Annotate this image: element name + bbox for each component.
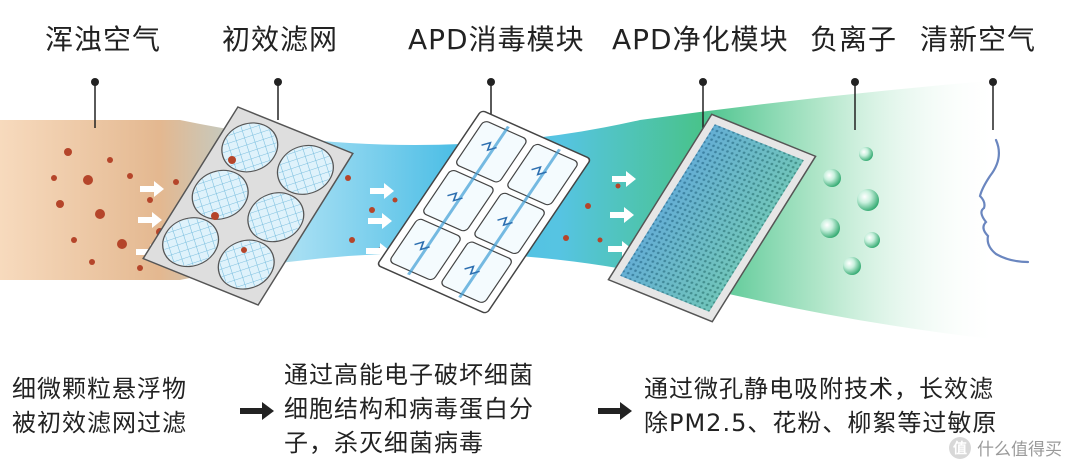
label-apd-disinfect: APD消毒模块: [408, 23, 585, 56]
face-profile-icon: [978, 138, 1030, 264]
apd-disinfect-module: [377, 110, 591, 314]
caption-purify: 通过微孔静电吸附技术，长效滤 除PM2.5、花粉、柳絮等过敏原: [644, 372, 997, 440]
caption-purify-line-1: 通过微孔静电吸附技术，长效滤: [644, 375, 994, 403]
caption-disinfect: 通过高能电子破坏细菌 细胞结构和病毒蛋白分 子，杀灭细菌病毒: [284, 358, 534, 460]
caption-filter-line-2: 被初效滤网过滤: [12, 409, 187, 437]
watermark-text: 什么值得买: [977, 440, 1062, 460]
pointer-dots: [91, 78, 997, 86]
negative-ions: [820, 147, 880, 275]
label-negative-ion: 负离子: [810, 23, 898, 56]
pointer-lines: [94, 82, 994, 130]
primary-filter: [142, 106, 354, 306]
label-fresh-air: 清新空气: [920, 23, 1037, 56]
dust-particles: [51, 148, 179, 271]
caption-arrows: [240, 402, 632, 420]
trapped-particles: [211, 156, 247, 253]
caption-filter: 细微颗粒悬浮物 被初效滤网过滤: [12, 372, 187, 440]
caption-disinfect-line-3: 子，杀灭细菌病毒: [284, 429, 484, 457]
caption-disinfect-line-2: 细胞结构和病毒蛋白分: [284, 395, 534, 423]
label-dirty-air: 浑浊空气: [45, 23, 162, 56]
caption-filter-line-1: 细微颗粒悬浮物: [12, 375, 187, 403]
caption-disinfect-line-1: 通过高能电子破坏细菌: [284, 361, 534, 389]
apd-purify-module: [607, 113, 817, 323]
label-apd-purify: APD净化模块: [612, 23, 789, 56]
caption-purify-line-2: 除PM2.5、花粉、柳絮等过敏原: [644, 409, 998, 437]
label-primary-filter: 初效滤网: [222, 23, 339, 56]
watermark-logo-icon: 值: [949, 436, 971, 459]
watermark: 值 什么值得买: [949, 435, 1062, 460]
